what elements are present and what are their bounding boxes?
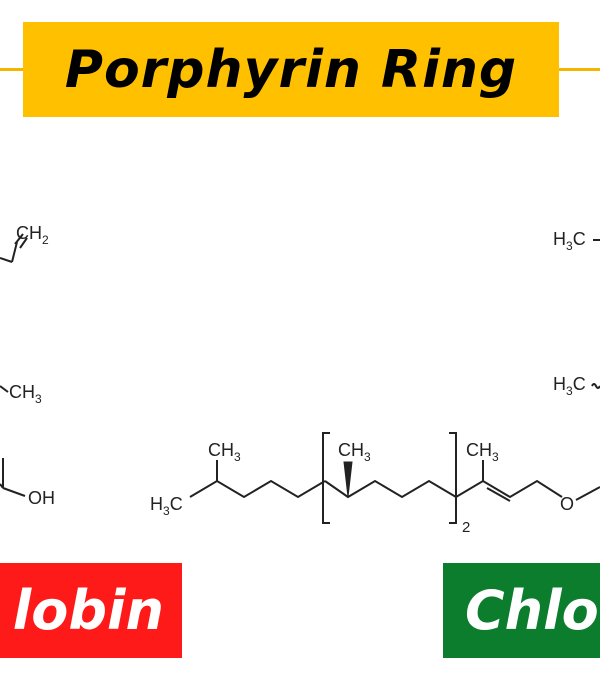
left-oh-label: OH <box>28 488 55 508</box>
left-methyl-bond <box>0 385 9 393</box>
repeat-count: 2 <box>462 519 470 536</box>
title-rule-left <box>0 68 23 71</box>
left-vinyl-double-b <box>19 237 28 249</box>
left-ring-bond <box>0 257 13 263</box>
title-banner: Porphyrin Ring <box>23 22 559 117</box>
page-title: Porphyrin Ring <box>64 39 518 100</box>
left-oh-bond <box>2 487 26 497</box>
chain-segment-2 <box>324 479 457 499</box>
chain-segment-1 <box>189 479 326 499</box>
branch2-label: CH3 <box>338 440 371 464</box>
chain-segment-3 <box>455 479 563 499</box>
oxygen-label: O <box>560 494 574 514</box>
chlorophyll-label-text: Chlo <box>465 579 599 642</box>
left-group-mid-label: CH3 <box>9 382 42 406</box>
left-group-top-label: CH2 <box>16 223 49 247</box>
repeat-bracket-left <box>322 432 330 524</box>
repeat-bracket-right <box>449 432 457 524</box>
hemoglobin-label: lobin <box>0 563 182 658</box>
branch3-label: CH3 <box>466 440 499 464</box>
ester-bond <box>575 486 600 501</box>
chain-double-bond <box>486 487 511 502</box>
left-structure-fragment: CH2 CH3 OH <box>0 223 55 508</box>
right-group-top-label: H3C <box>553 229 586 253</box>
hemoglobin-label-text: lobin <box>12 579 164 642</box>
right-group-mid-label: H3C <box>553 374 586 398</box>
right-structure-fragment: H3C H3C <box>553 229 600 398</box>
phytol-chain: H3C CH3 2 CH3 CH3 O <box>150 432 600 536</box>
left-vinyl-double-a <box>14 233 24 245</box>
title-rule-right <box>559 68 600 71</box>
left-carbonyl-bond <box>0 483 4 489</box>
chlorophyll-label: Chlo <box>443 563 600 658</box>
branch1-label: CH3 <box>208 440 241 464</box>
right-hashed-bond <box>591 383 600 389</box>
left-vinyl-bond <box>11 241 18 263</box>
wedge-bond <box>343 461 353 498</box>
chain-start-label: H3C <box>150 494 183 518</box>
